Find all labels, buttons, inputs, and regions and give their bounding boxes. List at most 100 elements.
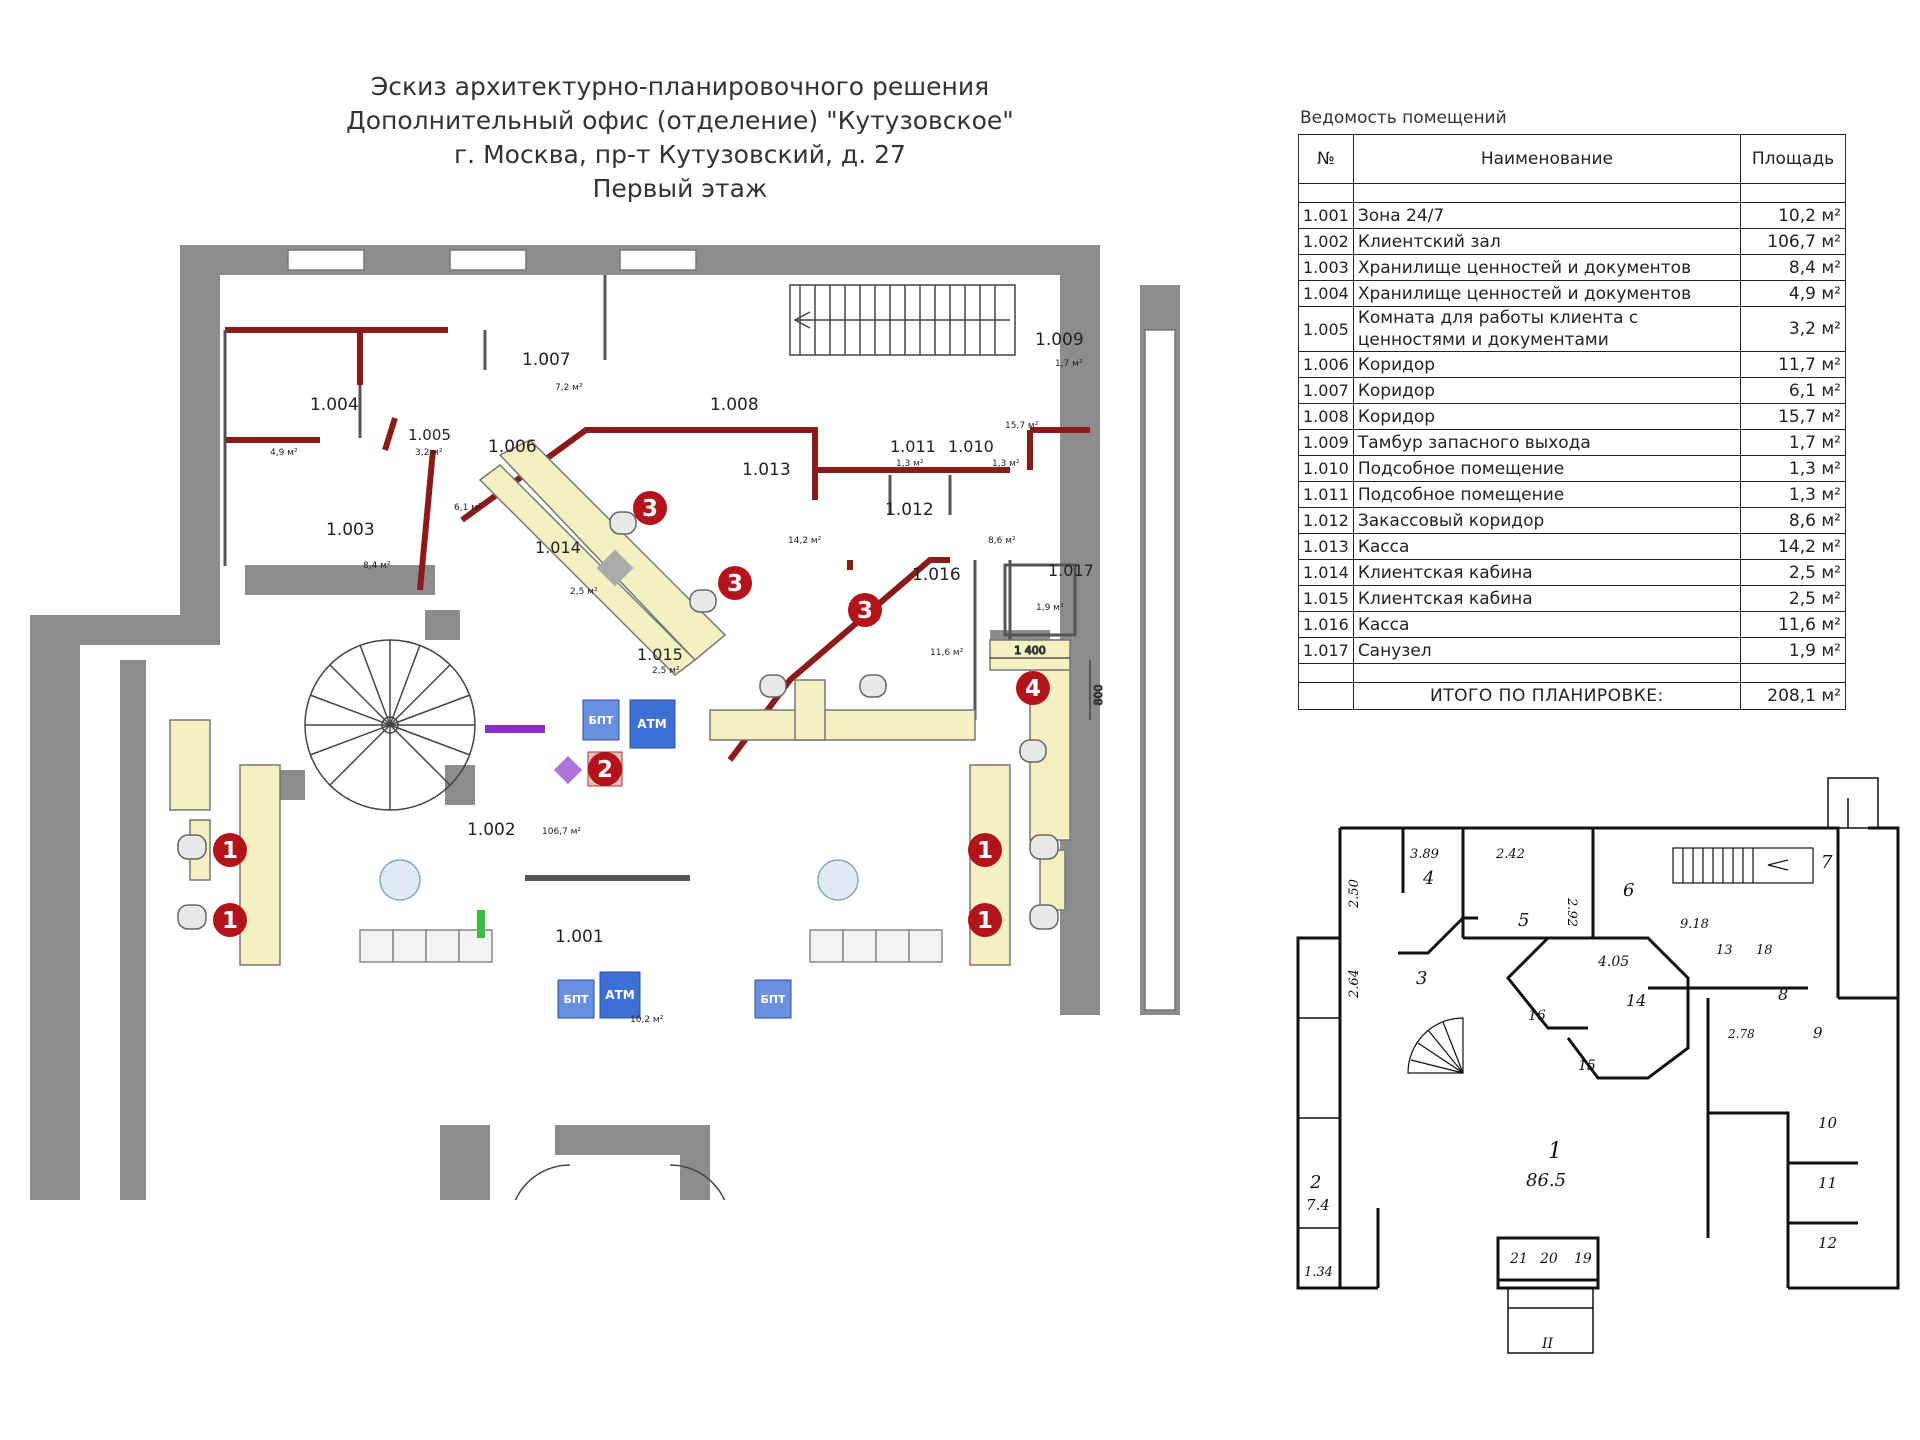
cell-name: Зона 24/7: [1352, 202, 1742, 229]
bti-label: 19: [1574, 1251, 1592, 1267]
header-no: №: [1298, 134, 1354, 184]
bti-label: 16: [1528, 1008, 1546, 1024]
bti-label: 20: [1539, 1251, 1558, 1267]
room-number: 1.017: [1048, 561, 1094, 580]
bti-label: 86.5: [1526, 1170, 1566, 1191]
bti-label: 3.89: [1410, 847, 1439, 862]
room-number: 1.011: [890, 437, 936, 456]
cell-no: 1.001: [1298, 202, 1354, 229]
marker-4-label: 4: [1025, 676, 1041, 702]
marker-3-label: 3: [857, 598, 873, 624]
thin-partitions: [223, 275, 1077, 720]
function-markers: 1 1 1 1 2 3 3 3 4: [213, 491, 1050, 937]
room-area: 1,3 м²: [896, 459, 924, 469]
room-area: 2,5 м²: [570, 587, 598, 597]
cell-area: 1,7 м²: [1740, 429, 1846, 456]
cell-name: Хранилище ценностей и документов: [1352, 280, 1742, 307]
room-area: 15,7 м²: [1005, 421, 1039, 431]
room-schedule: Ведомость помещений № Наименование Площа…: [1298, 108, 1846, 710]
room-labels: 1.001 10,2 м² 1.002 106,7 м² 1.003 8,4 м…: [270, 330, 1094, 1025]
drawing-title: Эскиз архитектурно-планировочного решени…: [300, 70, 1060, 206]
room-area: 11,6 м²: [930, 648, 964, 658]
cell-area: 10,2 м²: [1740, 202, 1846, 229]
bti-walls: [1296, 826, 1900, 1290]
room-number: 1.007: [522, 350, 571, 370]
atm-label: АТМ: [637, 717, 666, 731]
cell-name: Санузел: [1352, 637, 1742, 664]
straight-stair: [789, 284, 1016, 356]
cell-no: 1.013: [1298, 533, 1354, 560]
self-service-equipment: АТМ БПТ БПТ АТМ БПТ: [477, 699, 792, 1019]
cell-name: Подсобное помещение: [1352, 455, 1742, 482]
cell-name: Коридор: [1352, 403, 1742, 430]
waiting-seats: [359, 929, 943, 963]
marker-1-label: 1: [977, 838, 993, 864]
room-number: 1.002: [467, 820, 516, 840]
room-area: 1,7 м²: [1055, 359, 1083, 369]
cashier-desk-diagonal: [478, 439, 727, 676]
room-area: 7,2 м²: [555, 383, 583, 393]
room-area: 2,5 м²: [652, 666, 680, 676]
header-area: Площадь: [1740, 134, 1846, 184]
cell-name: Коридор: [1352, 351, 1742, 378]
marker-2-label: 2: [597, 757, 613, 783]
room-area: 6,1 м²: [454, 503, 482, 513]
bti-label: 8: [1778, 985, 1788, 1004]
header-name: Наименование: [1352, 134, 1742, 184]
room-number: 1.012: [885, 500, 934, 520]
bti-label: 3: [1416, 968, 1427, 989]
chairs: [177, 511, 1059, 930]
title-line-2: Дополнительный офис (отделение) "Кутузов…: [346, 106, 1014, 135]
total-area: 208,1 м²: [1740, 682, 1846, 710]
cell-area: 6,1 м²: [1740, 377, 1846, 404]
dimension-depth: 800: [1092, 685, 1105, 706]
room-number: 1.014: [535, 538, 581, 557]
bpt-label: БПТ: [760, 993, 786, 1006]
windows: [287, 249, 1176, 1011]
schedule-spacer-row: [1298, 183, 1846, 203]
cell-area: 11,7 м²: [1740, 351, 1846, 378]
schedule-header-row: № Наименование Площадь: [1298, 134, 1846, 184]
cell-no: 1.008: [1298, 403, 1354, 430]
marker-4: 4: [1016, 671, 1050, 705]
cell-area: 15,7 м²: [1740, 403, 1846, 430]
cell-no: 1.005: [1298, 306, 1354, 352]
bti-label: 18: [1756, 943, 1773, 958]
cell-area: 1,3 м²: [1740, 455, 1846, 482]
bti-labels: 1 86.5 2 7.4 1.34 3 2.64 4 3.89 2.50 5 2…: [1304, 847, 1838, 1352]
room-number: 1.009: [1035, 330, 1084, 350]
bti-label: 7: [1821, 852, 1833, 873]
bti-label: 2.78: [1727, 1027, 1755, 1041]
bti-label: 2: [1309, 1172, 1321, 1193]
bti-label: 5: [1518, 910, 1529, 931]
vestibule-header: [525, 875, 690, 881]
title-line-1: Эскиз архитектурно-планировочного решени…: [370, 72, 990, 101]
marker-1: 1 1 1 1: [213, 833, 1002, 937]
cell-name: Комната для работы клиента с ценностями …: [1352, 306, 1742, 352]
room-number: 1.010: [948, 437, 994, 456]
room-area: 1,3 м²: [992, 459, 1020, 469]
bti-windows: [1298, 777, 1879, 1229]
room-number: 1.006: [488, 437, 537, 457]
bti-label: 9: [1813, 1024, 1823, 1042]
room-number: 1.015: [637, 645, 683, 664]
bti-label: 10: [1818, 1114, 1838, 1132]
cell-no: 1.015: [1298, 585, 1354, 612]
dimension-width: 1 400: [1014, 644, 1046, 657]
cell-name: Клиентская кабина: [1352, 585, 1742, 612]
room-number: 1.005: [408, 426, 451, 444]
cell-name: Касса: [1352, 611, 1742, 638]
bti-label: 11: [1818, 1174, 1837, 1192]
cell-name: Клиентская кабина: [1352, 559, 1742, 586]
marker-3-label: 3: [727, 571, 743, 597]
cell-no: 1.002: [1298, 228, 1354, 255]
